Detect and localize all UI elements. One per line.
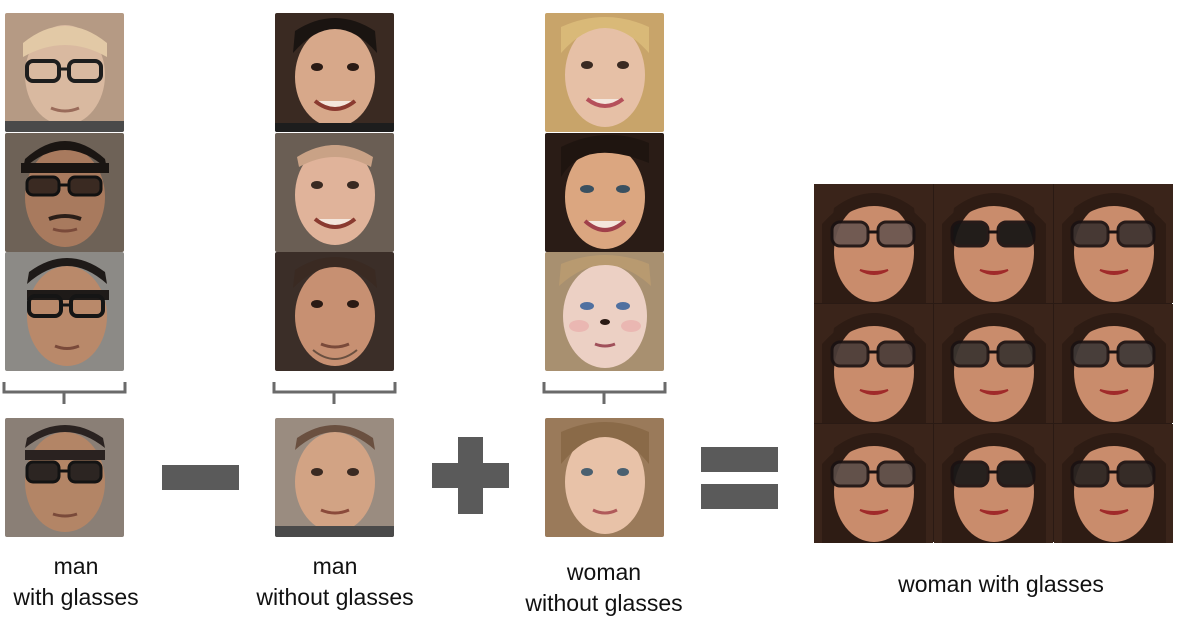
face-woman-without-glasses-2: [545, 133, 664, 252]
result-face-3-3: [1054, 424, 1173, 543]
caption-man-without-glasses-line2: without glasses: [256, 584, 414, 610]
group-brace-man-with-glasses: [2, 380, 127, 404]
group-brace-man-without-glasses: [272, 380, 397, 404]
average-face-man-with-glasses: [5, 418, 124, 537]
caption-woman-without-glasses-line1: woman: [566, 559, 642, 585]
caption-woman-with-glasses-line1: woman with glasses: [898, 571, 1104, 597]
group-brace-woman-without-glasses: [542, 380, 667, 404]
caption-man-with-glasses: man with glasses: [0, 551, 152, 613]
result-face-grid: [814, 184, 1173, 543]
result-face-1-1: [814, 184, 933, 303]
face-man-with-glasses-1: [5, 13, 124, 132]
caption-woman-without-glasses: woman without glasses: [508, 557, 700, 619]
result-face-3-1: [814, 424, 933, 543]
face-man-with-glasses-3: [5, 252, 124, 371]
result-face-2-2: [934, 304, 1053, 423]
face-woman-without-glasses-3: [545, 252, 664, 371]
face-man-with-glasses-2: [5, 133, 124, 252]
result-face-2-3: [1054, 304, 1173, 423]
caption-man-without-glasses: man without glasses: [240, 551, 430, 613]
average-face-man-without-glasses: [275, 418, 394, 537]
result-face-2-1: [814, 304, 933, 423]
result-face-1-2: [934, 184, 1053, 303]
face-man-without-glasses-1: [275, 13, 394, 132]
result-face-1-3: [1054, 184, 1173, 303]
caption-woman-without-glasses-line2: without glasses: [525, 590, 683, 616]
face-man-without-glasses-2: [275, 133, 394, 252]
face-woman-without-glasses-1: [545, 13, 664, 132]
average-face-woman-without-glasses: [545, 418, 664, 537]
minus-operator: [162, 465, 239, 490]
face-man-without-glasses-3: [275, 252, 394, 371]
equals-operator: [701, 447, 778, 509]
caption-man-with-glasses-line1: man: [53, 553, 99, 579]
plus-operator: [432, 437, 509, 514]
caption-man-without-glasses-line1: man: [312, 553, 358, 579]
result-face-3-2: [934, 424, 1053, 543]
caption-man-with-glasses-line2: with glasses: [13, 584, 139, 610]
caption-woman-with-glasses: woman with glasses: [860, 569, 1142, 600]
